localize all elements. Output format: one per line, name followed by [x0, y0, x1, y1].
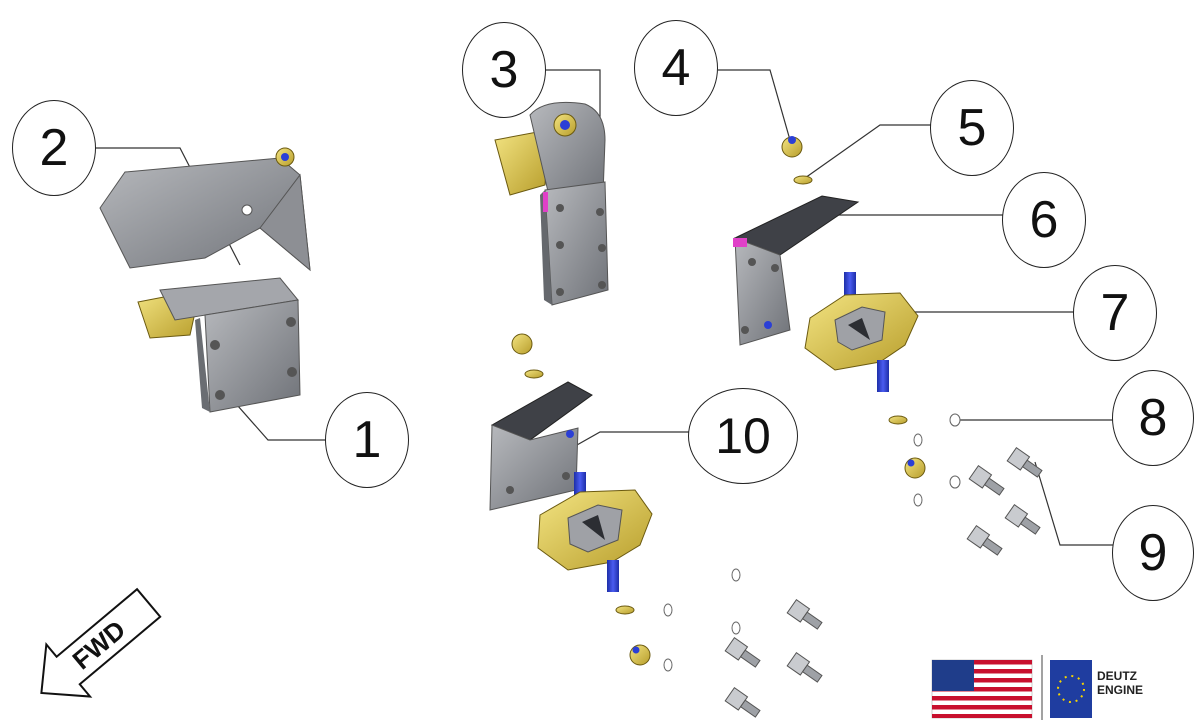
eu-flag-icon [1050, 660, 1092, 718]
callout-8-label: 8 [1138, 389, 1168, 447]
part-1-l-bracket [137, 277, 301, 413]
callout-8: 8 [1112, 370, 1194, 466]
part-6-angle-bracket [733, 195, 860, 346]
part-5-washer [793, 175, 813, 185]
part-9-bolts [724, 447, 1043, 718]
part-3-upright-bracket [494, 101, 609, 306]
part-4-nut [781, 136, 803, 158]
callout-1-label: 1 [352, 411, 382, 469]
callout-5: 5 [930, 80, 1014, 176]
callout-5-label: 5 [957, 99, 987, 157]
callout-4: 4 [634, 20, 718, 116]
callout-10: 10 [688, 388, 798, 484]
deutz-brand: DEUTZ ENGINE [1097, 669, 1143, 697]
callout-3: 3 [462, 22, 546, 118]
callout-9: 9 [1112, 505, 1194, 601]
part-8-washers [888, 413, 961, 507]
callout-9-label: 9 [1138, 524, 1168, 582]
brand-line-1: DEUTZ [1097, 669, 1137, 683]
callout-2: 2 [12, 100, 96, 196]
us-flag-icon [931, 659, 1033, 719]
callout-6: 6 [1002, 172, 1086, 268]
callout-3-label: 3 [489, 41, 519, 99]
isolator-mount-lower [537, 472, 653, 592]
callout-10-label: 10 [715, 408, 771, 464]
fwd-arrow-icon: FWD [40, 587, 162, 698]
callout-4-label: 4 [661, 39, 691, 97]
callout-7-label: 7 [1100, 284, 1130, 342]
brand-line-2: ENGINE [1097, 683, 1144, 697]
callout-2-label: 2 [39, 119, 69, 177]
part-7-isolator-mount [804, 272, 919, 392]
part-10-angle-bracket [489, 381, 593, 511]
callout-1: 1 [325, 392, 409, 488]
callout-7: 7 [1073, 265, 1157, 361]
callout-6-label: 6 [1029, 191, 1059, 249]
hardware-middle [511, 333, 741, 672]
part-2-cover-plate [99, 147, 311, 272]
